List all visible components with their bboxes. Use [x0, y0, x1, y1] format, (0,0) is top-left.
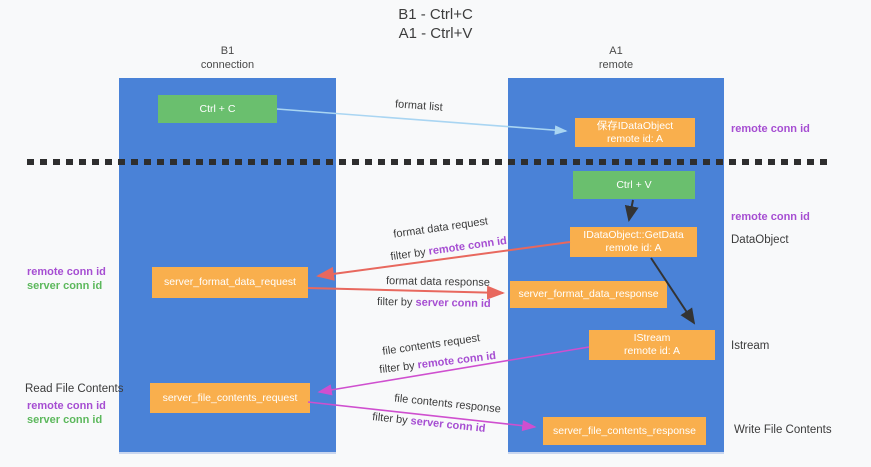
filter-key-remote-2: remote conn id	[416, 349, 497, 372]
arrow-format-data-response	[307, 285, 505, 300]
node-server-file-contents-response: server_file_contents_response	[543, 417, 706, 445]
node-idataobject-getdata: IDataObject::GetData remote id: A	[570, 227, 697, 257]
dashed-divider	[27, 159, 830, 165]
lane-a1-role: remote	[598, 59, 634, 71]
diagram-title: B1 - Ctrl+C A1 - Ctrl+V	[0, 5, 871, 43]
diagram-title-line2: A1 - Ctrl+V	[398, 25, 473, 42]
filter-prefix-4: filter by	[371, 411, 412, 428]
label-istream: Istream	[731, 340, 770, 352]
label-left-remote-conn-id-2: remote conn id	[27, 400, 106, 412]
filter-prefix-1: filter by	[389, 245, 430, 264]
lane-header-b1: B1 connection	[119, 44, 336, 72]
node-istream-line2: remote id: A	[623, 345, 681, 357]
label-left-server-conn-id-2: server conn id	[27, 414, 103, 426]
edge-label-format-data-response: format data response	[385, 275, 491, 289]
filter-prefix-2: filter by	[376, 296, 416, 309]
node-istream-line1: IStream	[633, 332, 671, 344]
node-server-file-contents-response-label: server_file_contents_response	[552, 424, 696, 437]
node-save-dataobject-line2: remote id: A	[606, 132, 664, 145]
node-ctrl-v: Ctrl + V	[573, 171, 695, 199]
edge-label-filter-server-2: filter by server conn id	[372, 411, 486, 435]
node-ctrl-v-label: Ctrl + V	[616, 178, 652, 191]
filter-key-remote-1: remote conn id	[427, 234, 508, 258]
label-left-remote-conn-id-1: remote conn id	[27, 266, 106, 278]
edge-label-format-data-request: format data request	[392, 215, 489, 241]
edge-label-filter-server-1: filter by server conn id	[377, 296, 491, 310]
filter-key-server-2: server conn id	[409, 415, 487, 435]
node-server-file-contents-request: server_file_contents_request	[150, 383, 310, 413]
label-remote-conn-id-mid: remote conn id	[731, 211, 810, 223]
diagram-title-line1: B1 - Ctrl+C	[398, 6, 473, 23]
label-remote-conn-id-top: remote conn id	[731, 123, 810, 135]
node-server-format-data-request: server_format_data_request	[152, 267, 308, 298]
label-left-server-conn-id-1: server conn id	[27, 280, 103, 292]
label-write-file-contents: Write File Contents	[734, 424, 832, 436]
filter-key-server-1: server conn id	[415, 296, 491, 310]
lane-a1-name: A1	[609, 45, 623, 57]
node-save-dataobject-line1: 保存IDataObject	[596, 119, 674, 132]
node-server-file-contents-request-label: server_file_contents_request	[162, 391, 298, 404]
edge-label-format-list: format list	[394, 98, 444, 114]
node-idataobject-getdata-line1: IDataObject::GetData	[583, 229, 684, 241]
node-server-format-data-request-label: server_format_data_request	[164, 276, 296, 288]
label-dataobject: DataObject	[731, 234, 789, 246]
edge-label-filter-remote-1: filter by remote conn id	[390, 235, 508, 263]
lane-b1-role: connection	[200, 59, 255, 71]
edge-label-file-contents-response: file contents response	[393, 392, 502, 416]
node-server-format-data-response-label: server_format_data_response	[518, 288, 659, 300]
node-idataobject-getdata-line2: remote id: A	[605, 242, 662, 254]
filter-prefix-3: filter by	[378, 359, 419, 377]
node-istream: IStream remote id: A	[589, 330, 715, 360]
lane-b1-name: B1	[220, 45, 235, 57]
node-save-dataobject: 保存IDataObject remote id: A	[575, 118, 695, 147]
node-ctrl-c-label: Ctrl + C	[199, 102, 236, 115]
node-ctrl-c: Ctrl + C	[158, 95, 277, 123]
label-read-file-contents: Read File Contents	[25, 383, 124, 395]
node-server-format-data-response: server_format_data_response	[510, 281, 667, 308]
lane-header-a1: A1 remote	[508, 44, 724, 72]
